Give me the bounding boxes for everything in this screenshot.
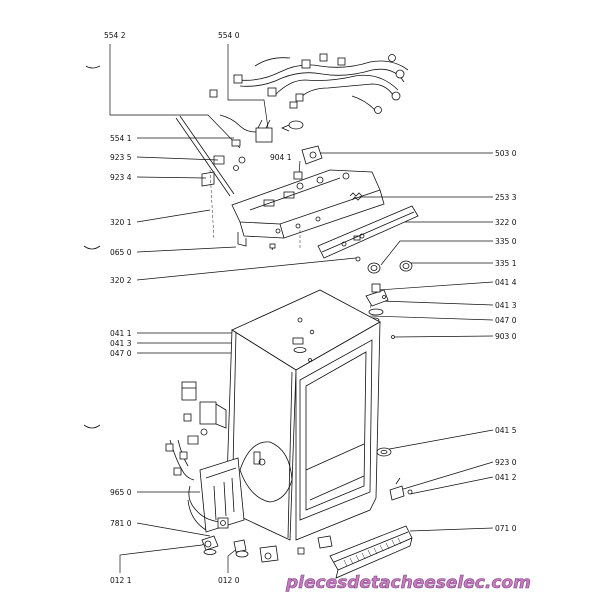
support-rod [175,117,231,197]
trim-strip [317,205,419,259]
label-3350: 335 0 [495,237,517,246]
label-7810: 781 0 [110,519,132,528]
label-5541: 554 1 [110,134,132,143]
lower-right-hinge [376,447,413,501]
label-9234: 923 4 [110,173,132,182]
adjustable-feet [201,535,333,563]
label-5540: 554 0 [218,31,240,40]
site-watermark: piecesdetacheeselec.com [285,573,531,593]
label-0121: 012 1 [110,576,132,585]
label-0120: 012 0 [218,576,240,585]
label-9041: 904 1 [270,153,292,162]
light-fitting [293,145,323,180]
label-5542: 554 2 [104,31,126,40]
label-3202: 320 2 [110,276,132,285]
cooling-unit [187,457,245,533]
ventilation-grille [329,525,413,579]
cabinet-body [225,289,381,541]
label-0470-left: 047 0 [110,349,132,358]
label-0411: 041 1 [110,329,132,338]
callout-labels: 554 2 554 0 554 1 923 5 923 4 320 1 065 … [104,31,517,585]
label-3351: 335 1 [495,259,517,268]
small-brackets [201,139,246,187]
control-panel-housing [231,169,385,251]
knobs [355,256,413,274]
label-0413-left: 041 3 [110,339,132,348]
label-9030: 903 0 [495,332,517,341]
label-9235: 923 5 [110,153,132,162]
label-3201: 320 1 [110,218,132,227]
electrical-components [165,381,227,481]
spring-clip [349,192,363,201]
label-0413-right: 041 3 [495,301,517,310]
support-rod-edge [179,115,235,195]
leader-lines [109,44,494,573]
label-0414: 041 4 [495,278,517,287]
dashed-guide-1 [209,169,215,241]
label-9650: 965 0 [110,488,132,497]
wiring-harness [209,53,409,114]
binder-mark-bottom [83,424,101,429]
label-0412: 041 2 [495,473,517,482]
label-2533: 253 3 [495,193,517,202]
label-3220: 322 0 [495,218,517,227]
label-9230: 923 0 [495,458,517,467]
label-0650: 065 0 [110,248,132,257]
thermostat-assembly [219,101,304,143]
binder-mark-top [85,65,101,69]
label-0470-right: 047 0 [495,316,517,325]
label-0710: 071 0 [495,524,517,533]
label-0415: 041 5 [495,426,517,435]
binder-mark-middle [83,245,101,250]
sensor-part [217,517,229,529]
label-5030: 503 0 [495,149,517,158]
